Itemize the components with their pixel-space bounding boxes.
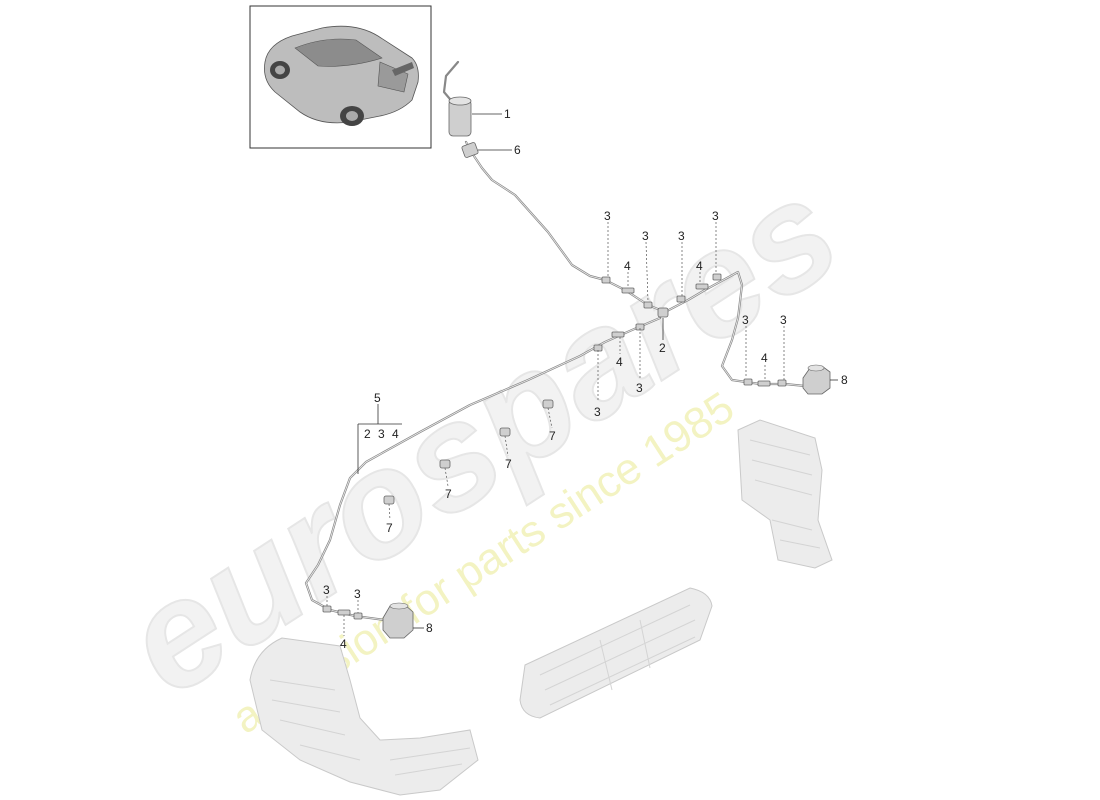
vehicle-thumbnail: [249, 5, 432, 149]
muffler-left-ghost: [249, 637, 479, 796]
callout-7: 7: [386, 521, 393, 535]
callout-4: 4: [761, 351, 768, 365]
callout-4: 4: [624, 259, 631, 273]
callout-5-sub-4: 4: [392, 427, 399, 441]
actuator-part-8-right: [802, 364, 831, 395]
callout-6: 6: [514, 143, 521, 157]
callout-4: 4: [696, 259, 703, 273]
check-valve-part-6: [461, 142, 479, 158]
callout-2: 2: [659, 341, 666, 355]
callout-3: 3: [636, 381, 643, 395]
callout-3: 3: [780, 313, 787, 327]
callout-4: 4: [340, 637, 347, 651]
leader-lines: [326, 113, 838, 636]
muffler-right-ghost: [737, 419, 833, 569]
callout-5-sub-3: 3: [378, 427, 385, 441]
callout-5: 5: [374, 391, 381, 405]
hose-connector-parts: [322, 273, 787, 620]
callout-7: 7: [505, 457, 512, 471]
callout-7: 7: [549, 429, 556, 443]
car-silhouette-icon: [264, 25, 419, 126]
callout-3: 3: [594, 405, 601, 419]
callout-3: 3: [354, 587, 361, 601]
callout-3: 3: [323, 583, 330, 597]
callout-3: 3: [678, 229, 685, 243]
callout-labels: 1 6 3 3 3 3 4 4 2 3 3 4 3 3 4 8 5 2 3 4 …: [323, 107, 848, 651]
callout-3: 3: [742, 313, 749, 327]
callout-7: 7: [445, 487, 452, 501]
center-muffler-ghost: [519, 587, 713, 719]
callout-8: 8: [426, 621, 433, 635]
callout-1: 1: [504, 107, 511, 121]
vacuum-reservoir-part-1: [448, 96, 472, 137]
actuator-part-8-left: [382, 602, 414, 639]
callout-8: 8: [841, 373, 848, 387]
callout-3: 3: [712, 209, 719, 223]
clip-parts-7: [383, 399, 554, 505]
callout-4: 4: [616, 355, 623, 369]
callout-3: 3: [604, 209, 611, 223]
callout-3: 3: [642, 229, 649, 243]
callout-5-sub-2: 2: [364, 427, 371, 441]
